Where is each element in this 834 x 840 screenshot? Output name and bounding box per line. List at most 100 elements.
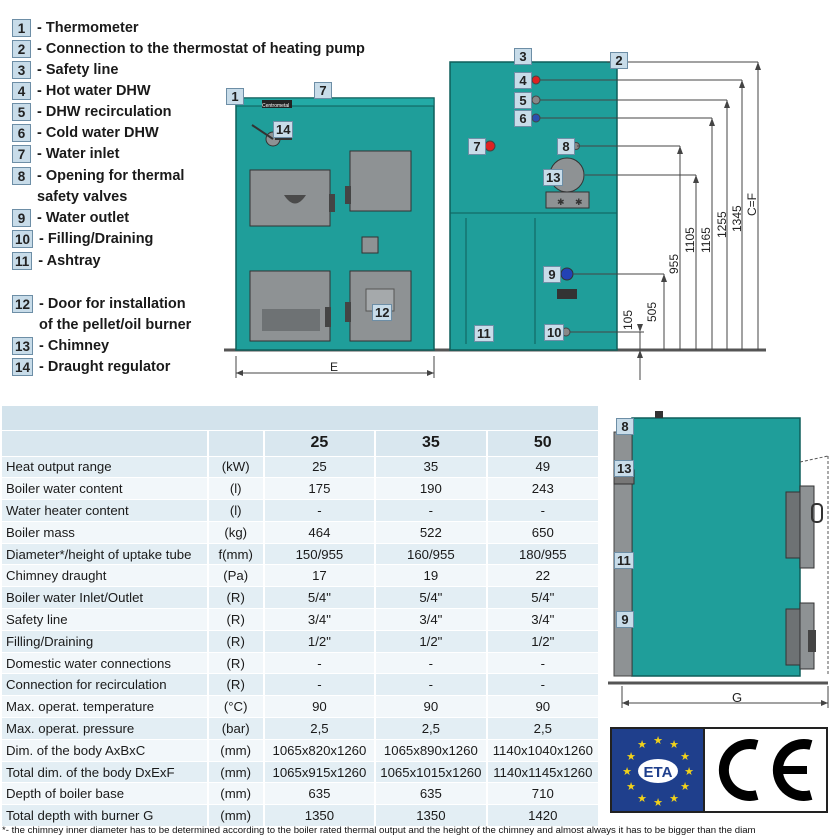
param-cell: Connection for recirculation xyxy=(2,673,208,697)
svg-text:★: ★ xyxy=(637,738,647,751)
legend-item: 2- Connection to the thermostat of heati… xyxy=(12,39,365,60)
svg-text:★: ★ xyxy=(680,780,690,793)
value-cell: - xyxy=(485,499,598,522)
param-cell: Total dim. of the body DxExF xyxy=(2,761,208,784)
legend-number: 14 xyxy=(12,358,34,376)
table-row: Connection for recirculation(R)--- xyxy=(2,673,598,697)
table-top-row xyxy=(2,406,598,431)
callout-13: 13 xyxy=(543,169,564,186)
value-cell: - xyxy=(485,652,598,675)
callout-14: 14 xyxy=(273,121,294,138)
callout-10: 10 xyxy=(544,324,565,341)
param-cell: Boiler water Inlet/Outlet xyxy=(2,586,208,610)
value-cell: 522 xyxy=(374,521,487,544)
unit-cell: (R) xyxy=(206,586,264,610)
value-cell: 180/955 xyxy=(485,543,598,566)
unit-cell: (mm) xyxy=(206,761,264,784)
legend-text: - Water outlet xyxy=(37,210,130,226)
legend-number: 5 xyxy=(12,103,31,121)
callout-7b: 7 xyxy=(468,138,486,155)
value-cell: 635 xyxy=(374,782,487,806)
value-cell: 1/2" xyxy=(374,630,487,653)
legend-text: - Opening for thermal safety valves xyxy=(37,168,185,205)
svg-text:★: ★ xyxy=(684,765,694,778)
legend-number: 13 xyxy=(12,337,34,355)
legend-item: 12- Door for installation of the pellet/… xyxy=(12,294,191,336)
legend-item: 4- Hot water DHW xyxy=(12,81,151,102)
value-cell: 464 xyxy=(262,521,376,544)
value-cell: 160/955 xyxy=(374,543,487,566)
legend-text: - Filling/Draining xyxy=(39,231,154,247)
table-row: Total dim. of the body DxExF(mm)1065x915… xyxy=(2,761,598,784)
param-cell: Boiler water content xyxy=(2,477,208,501)
legend-number: 1 xyxy=(12,19,31,37)
legend-number: 10 xyxy=(12,230,34,248)
footnote: *- the chimney inner diameter has to be … xyxy=(2,825,756,836)
table-row: Boiler water Inlet/Outlet(R)5/4"5/4"5/4" xyxy=(2,586,598,610)
param-cell: Heat output range xyxy=(2,456,208,479)
unit-cell: (R) xyxy=(206,673,264,697)
value-cell: 1/2" xyxy=(262,630,376,653)
dim-105: 105 xyxy=(621,309,635,330)
callout-6: 6 xyxy=(514,110,532,127)
value-cell: 3/4" xyxy=(262,608,376,631)
table-row: Water heater content(l)--- xyxy=(2,499,598,522)
legend-text: - Cold water DHW xyxy=(37,125,159,141)
value-cell: 1350 xyxy=(262,804,376,828)
value-cell: 1140x1145x1260 xyxy=(485,761,598,784)
unit-cell: (mm) xyxy=(206,804,264,828)
svg-text:★: ★ xyxy=(653,734,663,747)
legend-number: 3 xyxy=(12,61,31,79)
legend-item: 9 - Water outlet xyxy=(12,208,129,229)
legend-text: - Door for installation of the pellet/oi… xyxy=(39,296,192,333)
unit-cell: (kg) xyxy=(206,521,264,544)
value-cell: - xyxy=(485,673,598,697)
value-cell: 635 xyxy=(262,782,376,806)
legend-text: - Draught regulator xyxy=(39,359,171,375)
front-view xyxy=(235,97,435,378)
param-cell: Max. operat. temperature xyxy=(2,695,208,719)
legend-text: - Safety line xyxy=(37,62,119,78)
eu-eta-logo: ★★★ ★★★ ★★★ ★★★ ETA xyxy=(612,729,705,811)
callout-4: 4 xyxy=(514,72,532,89)
value-cell: 243 xyxy=(485,477,598,501)
legend-number: 11 xyxy=(12,252,33,270)
dim-1165: 1165 xyxy=(699,227,713,253)
callout-side-9: 9 xyxy=(616,611,634,628)
value-cell: 190 xyxy=(374,477,487,501)
table-header-row: 25 35 50 xyxy=(2,430,598,457)
legend-item: 8- Opening for thermal safety valves xyxy=(12,166,184,208)
value-cell: 175 xyxy=(262,477,376,501)
legend-number: 2 xyxy=(12,40,31,58)
svg-text:★: ★ xyxy=(637,792,647,805)
unit-cell: (Pa) xyxy=(206,564,264,588)
ce-mark-logo: CE xyxy=(705,729,826,811)
legend-text: - Ashtray xyxy=(38,253,101,269)
legend-text: - Chimney xyxy=(39,338,110,354)
value-cell: - xyxy=(262,673,376,697)
svg-text:★: ★ xyxy=(622,765,632,778)
eta-label: ETA xyxy=(644,764,673,781)
svg-text:★: ★ xyxy=(626,780,636,793)
callout-side-11: 11 xyxy=(614,552,634,569)
value-cell: 1350 xyxy=(374,804,487,828)
callout-9: 9 xyxy=(543,266,561,283)
value-cell: 1/2" xyxy=(485,630,598,653)
value-cell: 2,5 xyxy=(485,717,598,740)
value-cell: 150/955 xyxy=(262,543,376,566)
value-cell: 3/4" xyxy=(485,608,598,631)
value-cell: 710 xyxy=(485,782,598,806)
legend-number: 9 xyxy=(12,209,31,227)
dim-1105: 1105 xyxy=(683,227,697,253)
svg-text:★: ★ xyxy=(669,792,679,805)
table-row: Safety line(R)3/4"3/4"3/4" xyxy=(2,608,598,631)
callout-side-8: 8 xyxy=(616,418,634,435)
unit-cell: (mm) xyxy=(206,739,264,762)
value-cell: 650 xyxy=(485,521,598,544)
ce-mark-icon xyxy=(718,739,813,801)
callout-3: 3 xyxy=(514,48,532,65)
param-cell: Filling/Draining xyxy=(2,630,208,653)
